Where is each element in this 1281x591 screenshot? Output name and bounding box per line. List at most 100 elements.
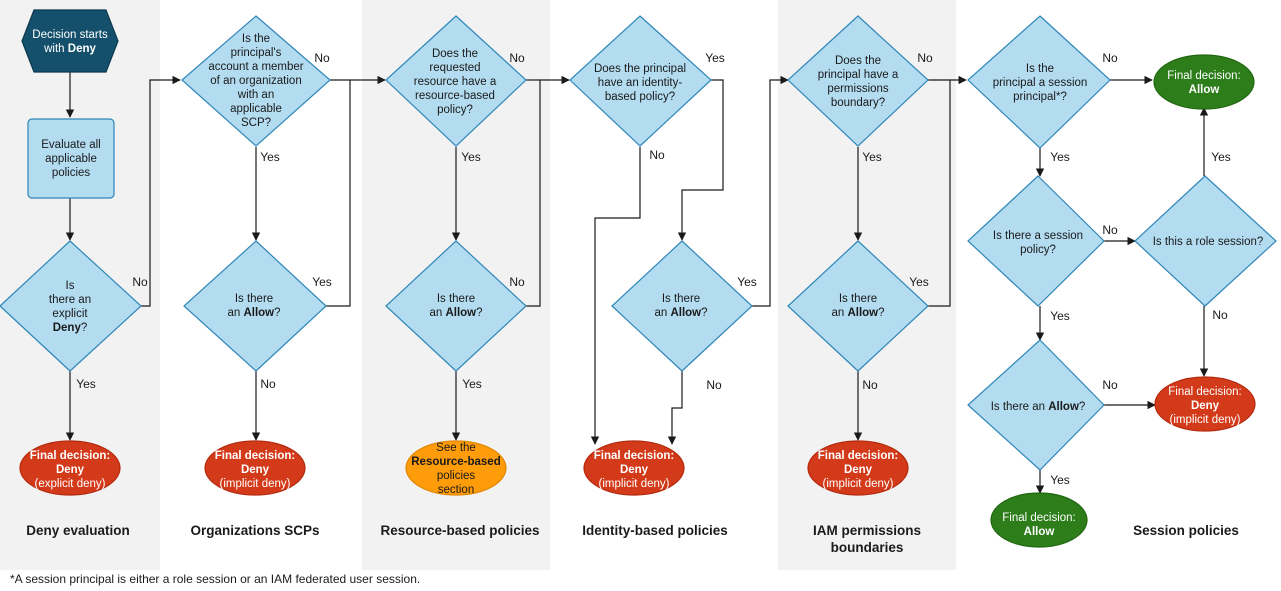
edge-label-no: No — [917, 51, 933, 65]
edge-label-no: No — [1102, 223, 1118, 237]
svg-text:applicable: applicable — [230, 103, 282, 115]
session-allow-decision: Is there an Allow? — [967, 339, 1105, 471]
edge-label-no: No — [706, 378, 722, 392]
svg-text:Is there an Allow?: Is there an Allow? — [991, 401, 1086, 413]
edge-label-yes: Yes — [909, 275, 929, 289]
svg-text:applicable: applicable — [45, 153, 97, 165]
explicit-deny-decision: Is there an explicit Deny? — [0, 240, 142, 372]
svg-text:(implicit deny): (implicit deny) — [220, 478, 291, 490]
connectors — [65, 72, 1209, 494]
edge-label-yes: Yes — [312, 275, 332, 289]
svg-text:there an: there an — [49, 294, 91, 306]
svg-text:Final decision:: Final decision: — [1167, 70, 1241, 82]
identity-policy-decision: Does the principal have an identity- bas… — [569, 15, 712, 147]
edge-label-no: No — [132, 275, 148, 289]
final-allow-top: Final decision: Allow — [1153, 54, 1255, 110]
session-principal-decision: Is the principal a session principal*? — [967, 15, 1111, 149]
boundary-decision: Does the principal have a permissions bo… — [787, 15, 929, 147]
edge-label-yes: Yes — [76, 377, 96, 391]
svg-text:(implicit deny): (implicit deny) — [823, 478, 894, 490]
svg-text:policy?: policy? — [1020, 244, 1056, 256]
svg-text:principal a session: principal a session — [993, 77, 1088, 89]
column-title-permissions-boundaries: IAM permissions — [813, 523, 921, 538]
svg-text:(explicit deny): (explicit deny) — [35, 478, 106, 490]
final-deny-identity: Final decision: Deny (implicit deny) — [583, 440, 685, 496]
edge-label-no: No — [1102, 378, 1118, 392]
svg-text:an Allow?: an Allow? — [831, 307, 884, 319]
svg-text:Deny: Deny — [241, 464, 270, 476]
svg-text:Final decision:: Final decision: — [818, 450, 899, 462]
svg-text:Deny: Deny — [56, 464, 85, 476]
svg-text:Does the: Does the — [432, 48, 478, 60]
final-deny-boundary: Final decision: Deny (implicit deny) — [807, 440, 909, 496]
edge-label-no: No — [260, 377, 276, 391]
column-title-deny-evaluation: Deny evaluation — [26, 523, 130, 538]
svg-text:Is the: Is the — [1026, 63, 1054, 75]
svg-text:Allow: Allow — [1024, 526, 1055, 538]
final-deny-scp: Final decision: Deny (implicit deny) — [204, 440, 306, 496]
svg-text:Final decision:: Final decision: — [30, 450, 111, 462]
edge-labels: No Yes No Yes Yes No No Yes No Yes Yes N… — [76, 51, 1231, 487]
svg-text:Is there a session: Is there a session — [993, 230, 1083, 242]
edge-label-yes: Yes — [461, 150, 481, 164]
edge-label-yes: Yes — [737, 275, 757, 289]
final-deny-explicit: Final decision: Deny (explicit deny) — [19, 440, 121, 496]
svg-text:Is there: Is there — [839, 293, 877, 305]
resource-policy-decision: Does the requested resource have a resou… — [385, 15, 527, 147]
svg-text:Deny: Deny — [620, 464, 649, 476]
svg-text:an Allow?: an Allow? — [654, 307, 707, 319]
svg-text:Is there: Is there — [235, 293, 273, 305]
svg-text:resource have a: resource have a — [414, 76, 497, 88]
edge-label-no: No — [649, 148, 665, 162]
svg-text:Is the: Is the — [242, 33, 270, 45]
column-title-session-policies: Session policies — [1133, 523, 1239, 538]
svg-text:Deny?: Deny? — [53, 322, 88, 334]
svg-text:Is: Is — [66, 280, 75, 292]
svg-text:permissions: permissions — [827, 83, 889, 95]
edge-label-yes: Yes — [260, 150, 280, 164]
svg-text:based policy?: based policy? — [605, 91, 675, 103]
role-session-decision: Is this a role session? — [1134, 175, 1277, 307]
svg-text:Is there: Is there — [437, 293, 475, 305]
edge-label-no: No — [509, 275, 525, 289]
svg-text:Decision starts: Decision starts — [32, 29, 108, 41]
column-title-permissions-boundaries: boundaries — [831, 540, 904, 555]
svg-text:Is this a role session?: Is this a role session? — [1153, 236, 1264, 248]
svg-text:with Deny: with Deny — [43, 43, 96, 55]
scp-allow-decision: Is there an Allow? — [183, 240, 327, 372]
evaluate-policies-box: Evaluate all applicable policies — [27, 118, 115, 199]
svg-text:Does the: Does the — [835, 55, 881, 67]
svg-text:principal's: principal's — [231, 47, 282, 59]
svg-text:policies: policies — [52, 167, 91, 179]
final-deny-session: Final decision: Deny (implicit deny) — [1154, 376, 1256, 432]
svg-text:policies: policies — [437, 470, 476, 482]
svg-text:Deny: Deny — [1191, 400, 1220, 412]
svg-text:Final decision:: Final decision: — [1168, 386, 1242, 398]
svg-text:an Allow?: an Allow? — [429, 307, 482, 319]
svg-text:have an identity-: have an identity- — [598, 77, 683, 89]
svg-text:Final decision:: Final decision: — [594, 450, 675, 462]
svg-text:Resource-based: Resource-based — [411, 456, 500, 468]
edge-label-yes: Yes — [1211, 150, 1231, 164]
svg-text:with an: with an — [237, 89, 274, 101]
edge-label-no: No — [1102, 51, 1118, 65]
svg-text:Final decision:: Final decision: — [1002, 512, 1076, 524]
svg-text:of an organization: of an organization — [210, 75, 301, 87]
svg-text:requested: requested — [429, 62, 480, 74]
edge-label-yes: Yes — [705, 51, 725, 65]
final-allow-bottom: Final decision: Allow — [990, 492, 1088, 548]
svg-text:Allow: Allow — [1189, 84, 1220, 96]
edge-label-no: No — [1212, 308, 1228, 322]
column-title-organizations-scps: Organizations SCPs — [190, 523, 319, 538]
column-title-identity-based: Identity-based policies — [582, 523, 728, 538]
boundary-allow-decision: Is there an Allow? — [787, 240, 929, 372]
svg-text:section: section — [438, 484, 474, 496]
svg-text:boundary?: boundary? — [831, 97, 885, 109]
svg-text:Is there: Is there — [662, 293, 700, 305]
session-policy-decision: Is there a session policy? — [967, 175, 1105, 307]
svg-text:Evaluate all: Evaluate all — [41, 139, 100, 151]
edge-label-yes: Yes — [1050, 150, 1070, 164]
svg-text:Does the principal: Does the principal — [594, 63, 686, 75]
